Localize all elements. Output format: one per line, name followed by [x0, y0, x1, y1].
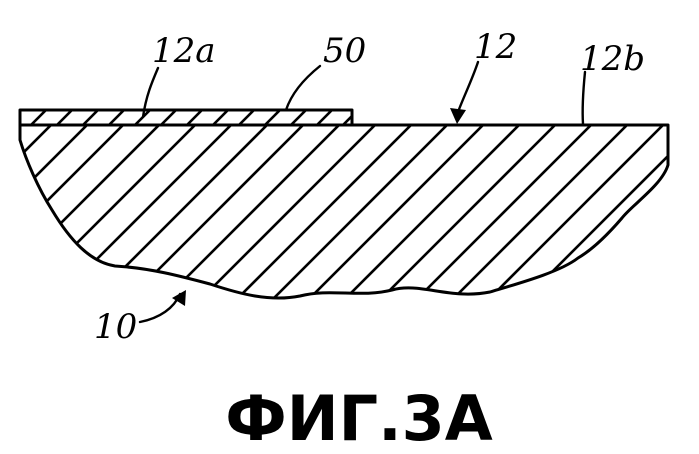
ref-label-50: 50 [323, 31, 366, 71]
leader-50 [286, 66, 320, 110]
substrate-hatch-line [0, 120, 56, 310]
layer-50 [5, 110, 358, 125]
substrate-hatch-line [190, 120, 380, 310]
layer-hatching [5, 110, 358, 125]
substrate-hatch-line [514, 120, 699, 310]
layer-hatch-line [187, 110, 202, 125]
substrate-hatch-line [118, 120, 308, 310]
substrate-hatching [0, 120, 699, 310]
substrate-hatch-line [0, 120, 20, 310]
substrate-hatch-line [478, 120, 668, 310]
layer-hatch-line [109, 110, 124, 125]
layer-hatch-line [161, 110, 176, 125]
substrate-hatch-line [262, 120, 452, 310]
layer-hatch-line [317, 110, 332, 125]
substrate-hatch-line [154, 120, 344, 310]
ref-label-12b: 12b [580, 39, 645, 79]
substrate-hatch-line [82, 120, 272, 310]
layer-hatch-line [213, 110, 228, 125]
leader-12 [458, 62, 478, 112]
substrate-10 [0, 120, 699, 310]
layer-hatch-line [239, 110, 254, 125]
substrate-hatch-line [0, 120, 92, 310]
ref-label-12a: 12a [152, 31, 216, 71]
substrate-outline [20, 125, 668, 298]
substrate-hatch-line [10, 120, 200, 310]
ref-label-10: 10 [94, 307, 137, 347]
layer-hatch-line [265, 110, 280, 125]
substrate-hatch-line [442, 120, 632, 310]
substrate-hatch-line [694, 120, 699, 310]
substrate-hatch-line [226, 120, 416, 310]
substrate-hatch-line [406, 120, 596, 310]
layer-hatch-line [57, 110, 72, 125]
substrate-hatch-line [334, 120, 524, 310]
leader-12b [583, 72, 585, 124]
substrate-hatch-line [622, 120, 699, 310]
substrate-hatch-line [370, 120, 560, 310]
substrate-hatch-line [658, 120, 699, 310]
arrowhead-12 [450, 108, 466, 124]
layer-hatch-line [291, 110, 306, 125]
figure-caption: ФИГ.3А [225, 382, 493, 454]
layer-hatch-line [5, 110, 20, 125]
layer-hatch-line [31, 110, 46, 125]
substrate-hatch-line [46, 120, 236, 310]
ref-label-12: 12 [474, 27, 517, 67]
layer-hatch-line [83, 110, 98, 125]
substrate-hatch-line [298, 120, 488, 310]
